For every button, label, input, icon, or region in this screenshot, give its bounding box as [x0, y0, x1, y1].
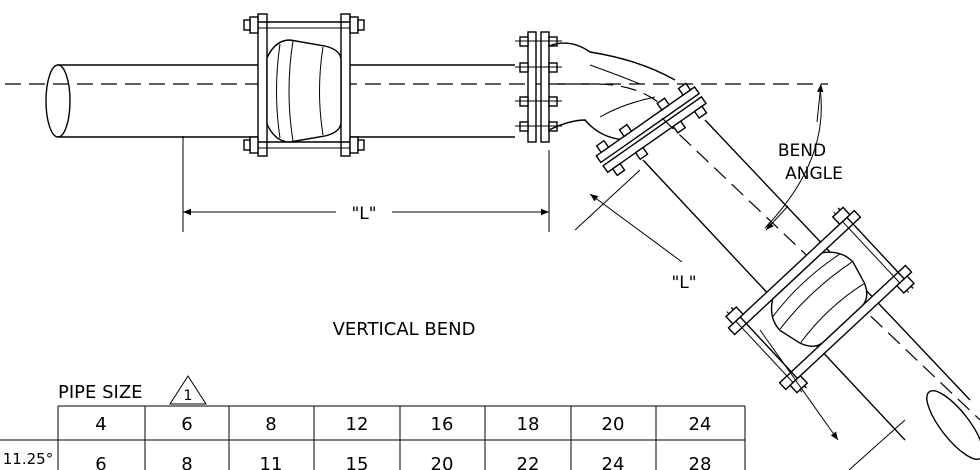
pipe-size-cell: 24 — [689, 414, 712, 435]
length-value-cell: 24 — [602, 454, 625, 470]
length-value-cell: 6 — [95, 454, 106, 470]
length-value-cell: 22 — [517, 454, 540, 470]
length-value-cell: 8 — [181, 454, 192, 470]
horizontal-expansion-joint — [243, 13, 365, 157]
note-marker: 1 — [184, 388, 193, 404]
pipe-size-cell: 16 — [431, 414, 454, 435]
length-value-cell: 28 — [689, 454, 712, 470]
bend-angle-label-line2: ANGLE — [785, 164, 843, 184]
horizontal-pipe — [45, 64, 515, 138]
length-value-cell: 20 — [431, 454, 454, 470]
angled-expansion-joint — [725, 206, 915, 394]
horizontal-length-label: "L" — [351, 204, 376, 224]
row-label-angle: 11.25° — [3, 450, 53, 468]
pipe-size-cell: 8 — [265, 414, 276, 435]
pipe-size-cell: 20 — [602, 414, 625, 435]
bend-angle-dimension — [764, 83, 824, 231]
pipe-size-table: PIPE SIZE 1 11.25° 4 6 8 12 16 18 20 24 … — [0, 375, 746, 470]
pipe-size-cell: 4 — [95, 414, 106, 435]
note-triangle-icon — [169, 375, 207, 405]
horizontal-length-dimension — [182, 136, 550, 232]
pipe-size-cell: 12 — [346, 414, 369, 435]
length-value-cell: 11 — [260, 454, 283, 470]
pipe-size-cell: 18 — [517, 414, 540, 435]
flanged-elbow — [515, 31, 708, 177]
bend-angle-label-line1: BEND — [778, 141, 826, 161]
angled-length-label: "L" — [671, 273, 696, 293]
table-heading: PIPE SIZE — [58, 382, 143, 403]
angled-length-dimension — [574, 169, 906, 470]
drawing-title: VERTICAL BEND — [333, 319, 476, 340]
length-value-cell: 15 — [346, 454, 369, 470]
pipe-size-cell: 6 — [181, 414, 192, 435]
